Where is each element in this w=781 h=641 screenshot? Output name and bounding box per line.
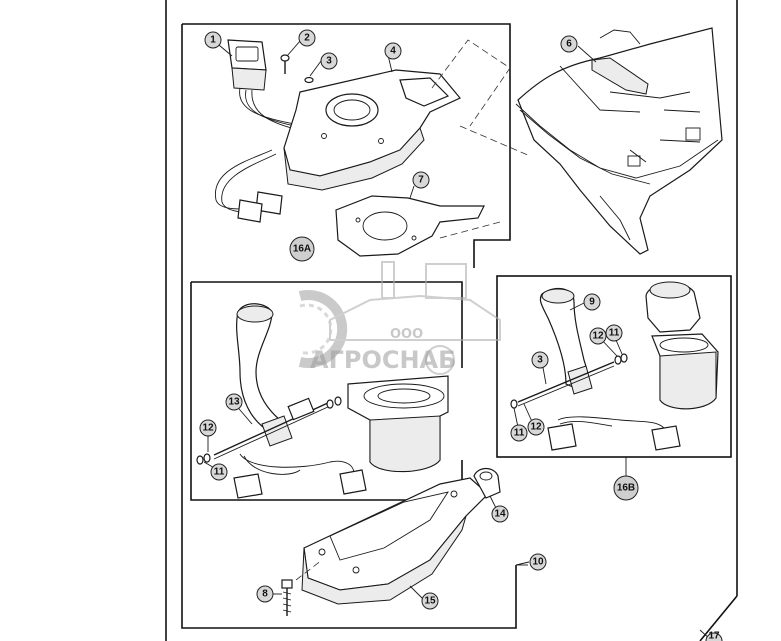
svg-text:8: 8 [262,589,268,600]
svg-text:9: 9 [589,297,595,308]
svg-text:10: 10 [532,557,544,568]
rocker-switch [227,39,267,91]
watermark-name: АГРОСНАБ [310,346,456,374]
svg-text:12: 12 [530,422,542,433]
joystick-unit-16b [645,281,719,410]
joystick-handle-cab [591,57,649,95]
washers-left [196,396,342,465]
svg-text:4: 4 [390,46,396,57]
svg-text:11: 11 [214,467,225,478]
pivot-rod [213,397,331,460]
callout-16b: 16B [613,475,639,501]
callout-6: 6 [560,35,578,53]
bolt [281,579,293,616]
svg-text:16A: 16A [293,244,311,255]
svg-text:7: 7 [418,175,424,186]
svg-text:14: 14 [494,509,506,520]
svg-text:13: 13 [228,397,240,408]
cab-console [515,27,723,255]
watermark-logo [298,261,501,375]
projection-lines-top [431,39,531,239]
callout-16a: 16A [289,236,315,262]
svg-text:2: 2 [304,33,310,44]
callout-4: 4 [384,42,402,60]
cable-clamp [473,467,501,499]
svg-text:6: 6 [566,39,572,50]
svg-text:16B: 16B [617,483,635,494]
callout-11-16b-top: 11 [605,324,623,342]
pivot-rod-16b [510,353,628,409]
callout-15: 15 [421,592,439,610]
callout-12-left: 12 [199,419,217,437]
watermark-prefix: ООО [390,327,423,342]
gasket-plate [335,195,485,257]
callout-2: 2 [298,29,316,47]
callout-3-16b: 3 [531,351,549,369]
svg-text:17: 17 [708,631,720,641]
page-frame [165,0,738,641]
callout-10: 10 [529,553,547,571]
joystick-base-left [347,375,449,473]
callout-12-16b-bottom: 12 [527,418,545,436]
svg-text:11: 11 [609,328,620,339]
callout-14: 14 [491,505,509,523]
washer [304,76,314,84]
assembly-16a-frame [182,23,511,268]
svg-text:12: 12 [592,331,604,342]
svg-text:1: 1 [210,35,216,46]
callout-1: 1 [204,31,222,49]
svg-text:12: 12 [202,423,214,434]
console-housing [283,69,461,191]
svg-text:15: 15 [424,596,436,607]
screw [280,54,290,74]
callout-12-16b-top: 12 [589,327,607,345]
svg-text:3: 3 [326,56,332,67]
console-cover [301,477,489,605]
harness-left [233,453,367,499]
callout-11-left: 11 [210,463,228,481]
callout-11-16b-bottom: 11 [510,424,528,442]
joystick-grip-left [236,303,281,433]
callout-7: 7 [412,171,430,189]
harness-16b [547,416,681,451]
svg-text:11: 11 [514,428,525,439]
assembly-16b-frame [496,275,732,458]
callout-9: 9 [583,293,601,311]
svg-text:3: 3 [537,355,543,366]
callout-17: 17 [705,631,723,641]
callout-3-top: 3 [320,52,338,70]
callout-8: 8 [256,585,274,603]
callout-13: 13 [225,393,243,411]
